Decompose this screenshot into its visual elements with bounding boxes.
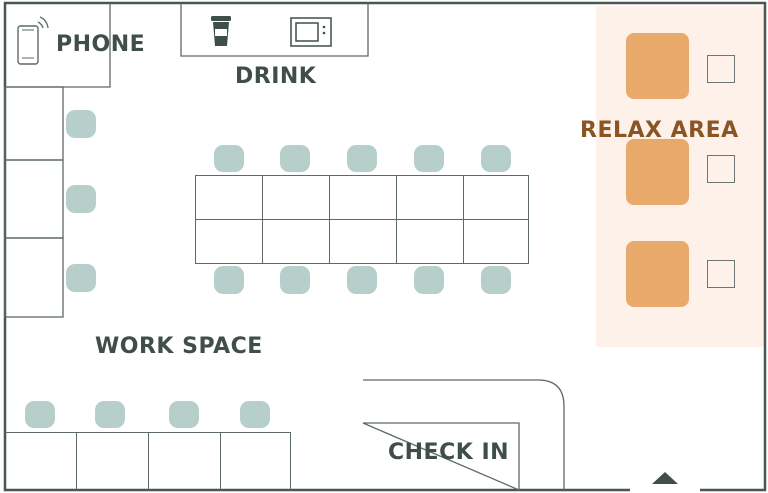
entrance-arrow-icon xyxy=(652,472,678,484)
bottom-work-desks xyxy=(5,432,291,490)
chair xyxy=(66,264,96,292)
microwave-icon xyxy=(290,17,332,47)
side-table-3 xyxy=(707,260,735,288)
chair xyxy=(280,266,310,294)
central-work-table xyxy=(195,175,529,264)
check-in-label: CHECK IN xyxy=(388,440,510,465)
sofa-3 xyxy=(626,241,689,307)
side-table-2 xyxy=(707,155,735,183)
chair xyxy=(214,145,244,172)
left-desk-2 xyxy=(4,159,64,239)
phone-label: PHONE xyxy=(56,32,146,57)
chair xyxy=(347,145,377,172)
mobile-phone-icon xyxy=(17,16,49,65)
drink-label: DRINK xyxy=(235,64,317,89)
left-desk-3 xyxy=(4,237,64,318)
chair xyxy=(347,266,377,294)
chair xyxy=(214,266,244,294)
chair xyxy=(481,145,511,172)
chair xyxy=(280,145,310,172)
chair xyxy=(414,266,444,294)
sofa-2 xyxy=(626,139,689,205)
chair xyxy=(169,401,199,428)
checkin-counter xyxy=(362,379,565,491)
relax-area-label: RELAX AREA xyxy=(580,118,739,143)
chair xyxy=(25,401,55,428)
chair xyxy=(66,185,96,213)
drink-counter xyxy=(180,3,369,57)
chair xyxy=(414,145,444,172)
chair xyxy=(481,266,511,294)
coffee-cup-icon xyxy=(211,16,231,46)
chair xyxy=(240,401,270,428)
side-table-1 xyxy=(707,55,735,83)
sofa-1 xyxy=(626,33,689,99)
outer-wall xyxy=(3,1,767,492)
work-space-label: WORK SPACE xyxy=(95,334,263,359)
chair xyxy=(66,110,96,138)
left-desk-1 xyxy=(4,86,64,161)
chair xyxy=(95,401,125,428)
